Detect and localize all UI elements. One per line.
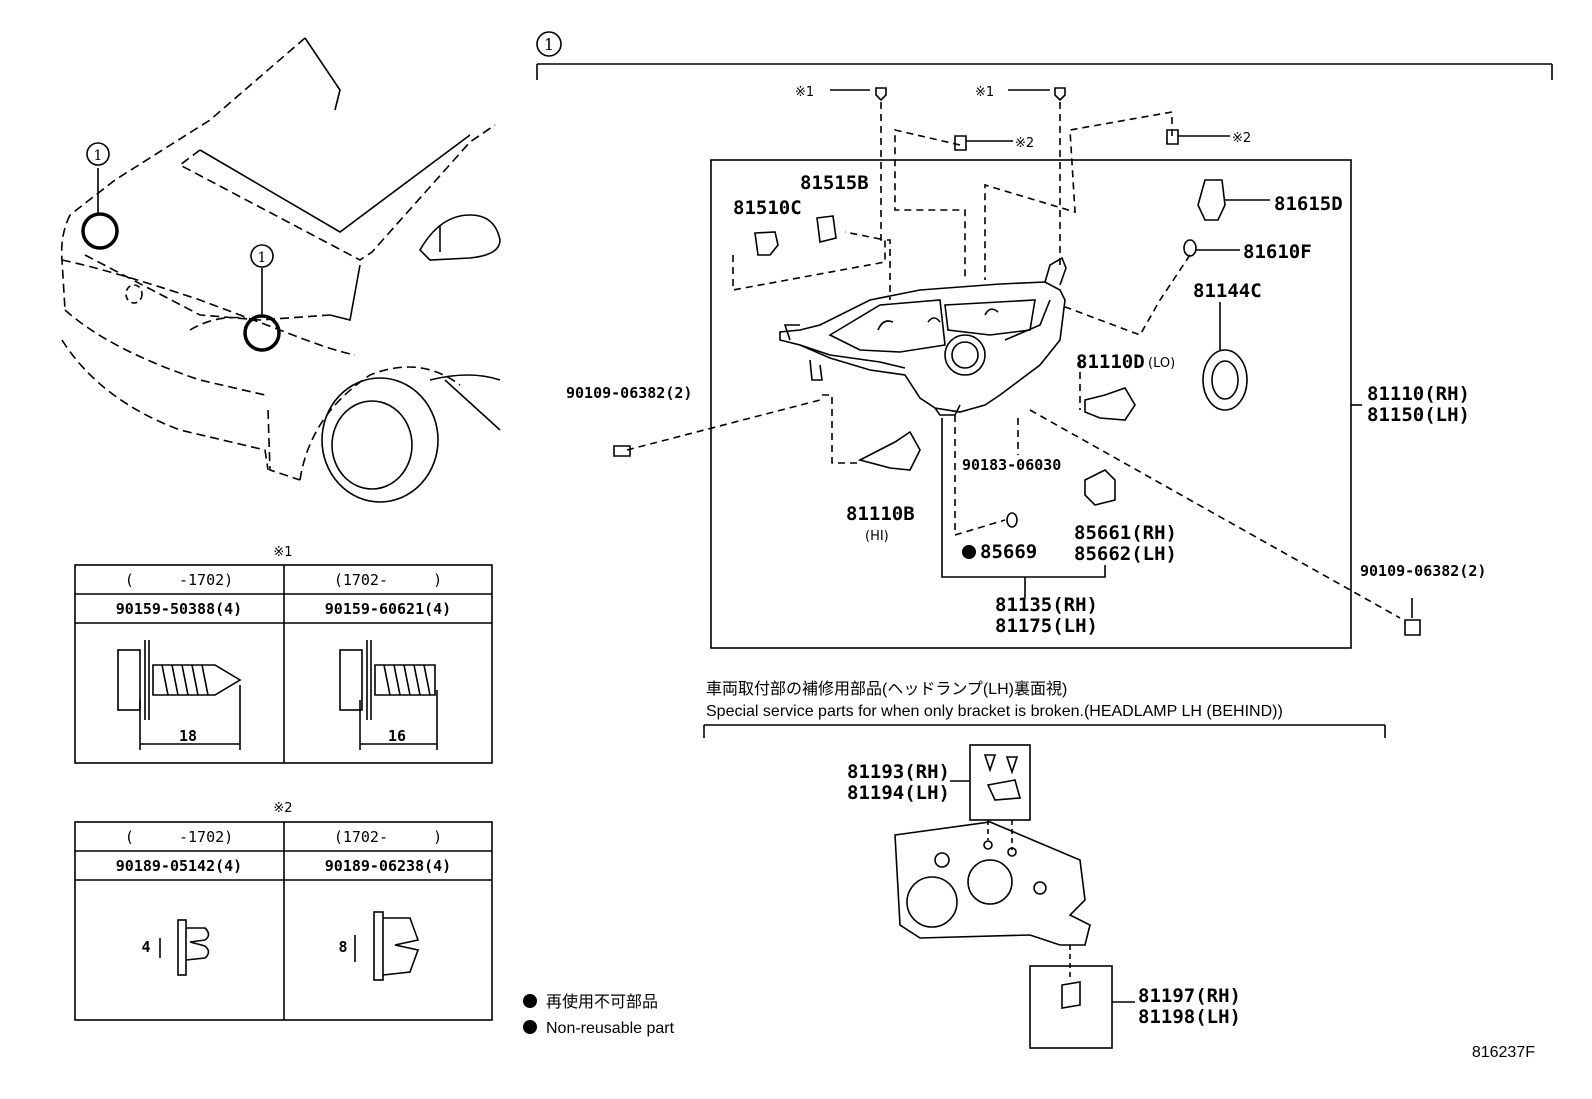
table2-col2-range: (1702- ) [334, 828, 442, 846]
fastener-table-2 [74, 821, 493, 1021]
part-81194-lh: 81194(LH) [847, 782, 950, 804]
legend-dot-en [523, 1020, 537, 1034]
vehicle-front-illustration: 1 1 [60, 37, 501, 503]
screw-glyph-1 [117, 640, 242, 750]
screw-glyph-2 [339, 640, 438, 750]
clip-glyph-1 [159, 919, 210, 976]
table2-col1-range: ( -1702) [125, 828, 233, 846]
table1-col2-part: 90159-60621(4) [325, 600, 451, 618]
table1-col1-part: 90159-50388(4) [116, 600, 242, 618]
fastener-table-1 [74, 564, 493, 764]
part-81110B: 81110B [846, 503, 915, 525]
ref1-right: ※1 [975, 85, 994, 100]
ref2-left: ※2 [1015, 136, 1034, 151]
non-reusable-dot-85669 [962, 545, 976, 559]
table2-col1-dim: 4 [141, 938, 150, 956]
clip-glyph-2 [354, 911, 420, 981]
part-90109-left: 90109-06382(2) [566, 384, 692, 402]
part-90109-right: 90109-06382(2) [1360, 562, 1486, 580]
table2-title: ※2 [273, 801, 292, 816]
part-81110D-note: (LO) [1148, 356, 1175, 371]
fastener-glyphs [613, 87, 1421, 636]
headlamp-assembly [779, 256, 1067, 416]
legend-jp: 再使用不可部品 [546, 993, 658, 1011]
service-caption-en: Special service parts for when only brac… [706, 703, 1283, 720]
part-81193-rh: 81193(RH) [847, 761, 950, 783]
81135-bracket [941, 418, 1106, 598]
legend-dot-jp [523, 994, 537, 1008]
ref1-left: ※1 [795, 85, 814, 100]
part-81110-rh: 81110(RH) [1367, 383, 1470, 405]
table1-col1-range: ( -1702) [125, 571, 233, 589]
callout-1-frame [536, 31, 1553, 649]
callout-number: 1 [544, 35, 554, 54]
part-85669: 85669 [980, 541, 1037, 563]
table2-col1-part: 90189-05142(4) [116, 857, 242, 875]
table1-title: ※1 [273, 545, 292, 560]
svg-text:1: 1 [94, 148, 103, 164]
bulb-glyphs [754, 179, 1270, 528]
part-81150-lh: 81150(LH) [1367, 404, 1470, 426]
table2-col2-part: 90189-06238(4) [325, 857, 451, 875]
part-85662-lh: 85662(LH) [1074, 543, 1177, 565]
part-81515B: 81515B [800, 172, 869, 194]
table1-col2-range: (1702- ) [334, 571, 442, 589]
diagram-id: 816237F [1472, 1044, 1535, 1061]
part-81135-rh: 81135(RH) [995, 594, 1098, 616]
part-81197-rh: 81197(RH) [1138, 985, 1241, 1007]
leader-lines [626, 102, 1401, 619]
svg-text:1: 1 [258, 250, 267, 266]
table1-col2-dim: 16 [388, 727, 406, 745]
ref2-right: ※2 [1232, 131, 1251, 146]
part-81110B-note: (HI) [865, 529, 889, 544]
part-81110D: 81110D [1076, 351, 1145, 373]
part-81175-lh: 81175(LH) [995, 615, 1098, 637]
table2-col2-dim: 8 [338, 938, 347, 956]
legend-en: Non-reusable part [546, 1020, 675, 1037]
table1-col1-dim: 18 [179, 727, 197, 745]
part-81144C: 81144C [1193, 280, 1262, 302]
part-81510C: 81510C [733, 197, 802, 219]
part-81615D: 81615D [1274, 193, 1343, 215]
part-90183: 90183-06030 [962, 456, 1061, 474]
part-81198-lh: 81198(LH) [1138, 1006, 1241, 1028]
part-85661-rh: 85661(RH) [1074, 522, 1177, 544]
service-section [703, 724, 1386, 1049]
part-81610F: 81610F [1243, 241, 1312, 263]
service-caption-jp: 車両取付部の補修用部品(ヘッドランプ(LH)裏面視) [706, 679, 1067, 698]
